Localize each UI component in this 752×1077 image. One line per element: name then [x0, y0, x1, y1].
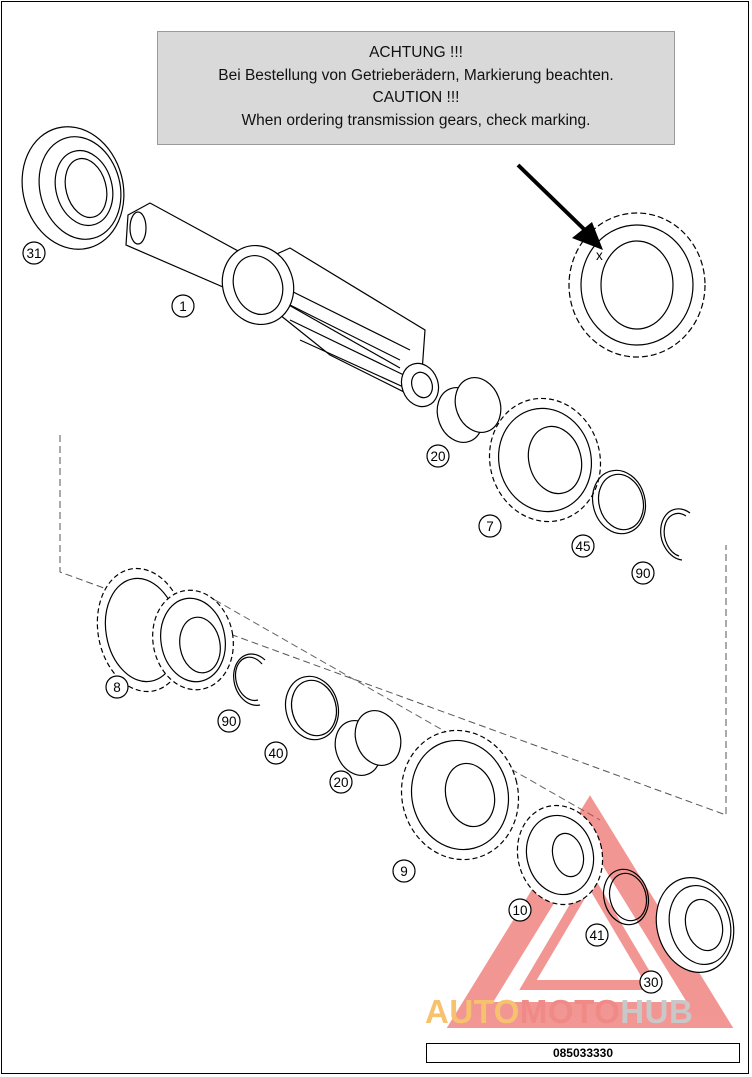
gear-9 [400, 729, 520, 861]
circlip-90-lower [233, 653, 266, 706]
callout-90-upper: 90 [631, 561, 655, 585]
needle-bushing-20-lower [334, 710, 402, 776]
callout-90-lower: 90 [217, 709, 241, 733]
svg-text:45: 45 [575, 539, 590, 554]
svg-text:1: 1 [179, 299, 187, 314]
marked-gear-example [568, 212, 706, 358]
svg-text:90: 90 [221, 714, 236, 729]
callout-31: 31 [22, 241, 46, 265]
bearing-30 [655, 877, 735, 973]
callout-40: 40 [264, 741, 288, 765]
caution-text-de: Bei Bestellung von Getrieberädern, Marki… [218, 66, 614, 84]
dashed-centerline [214, 599, 601, 821]
marking-arrow [516, 163, 592, 237]
needle-bushing-20-upper [436, 377, 502, 443]
caution-heading-en: CAUTION !!! [372, 89, 460, 106]
svg-text:10: 10 [512, 903, 527, 918]
svg-text:41: 41 [589, 928, 604, 943]
watermark-triangle [446, 795, 734, 1028]
svg-text:9: 9 [400, 864, 408, 879]
svg-text:8: 8 [113, 680, 121, 695]
svg-text:7: 7 [486, 519, 494, 534]
svg-text:20: 20 [430, 449, 445, 464]
watermark-logo: AUTOMOTOHUB [425, 993, 745, 1033]
svg-text:90: 90 [635, 566, 650, 581]
gear-10 [516, 804, 604, 906]
thrust-washer-40 [284, 675, 340, 741]
thrust-washer-41 [602, 868, 650, 926]
svg-text:31: 31 [26, 246, 41, 261]
callout-8: 8 [105, 675, 129, 699]
callout-20-upper: 20 [426, 444, 450, 468]
caution-heading-de: ACHTUNG !!! [369, 44, 463, 61]
callout-45: 45 [571, 534, 595, 558]
caution-text-en: When ordering transmission gears, check … [241, 111, 591, 129]
marking-arrow-head [572, 222, 603, 250]
callout-7: 7 [478, 514, 502, 538]
svg-text:30: 30 [643, 975, 658, 990]
dashed-assembly-outline [59, 435, 727, 816]
bearing-31 [21, 126, 125, 250]
callout-10: 10 [508, 898, 532, 922]
gear-7 [488, 397, 602, 523]
caution-box: ACHTUNG !!! Bei Bestellung von Getrieber… [157, 31, 675, 145]
callout-41: 41 [585, 923, 609, 947]
callout-9: 9 [392, 859, 416, 883]
svg-text:20: 20 [333, 775, 348, 790]
part-number: 085033330 [426, 1043, 740, 1063]
watermark-part-3: HUB [620, 993, 694, 1030]
transmission-shaft-1 [125, 202, 440, 408]
circlip-90-upper [660, 508, 691, 561]
marking-x: x [596, 248, 603, 263]
callout-20-lower: 20 [329, 770, 353, 794]
callout-1: 1 [171, 294, 195, 318]
callout-30: 30 [639, 970, 663, 994]
svg-text:40: 40 [268, 746, 283, 761]
thrust-washer-45 [591, 469, 647, 535]
watermark-part-2: MOTO [519, 993, 621, 1030]
gear-8 [96, 567, 234, 693]
watermark-part-1: AUTO [425, 993, 520, 1030]
